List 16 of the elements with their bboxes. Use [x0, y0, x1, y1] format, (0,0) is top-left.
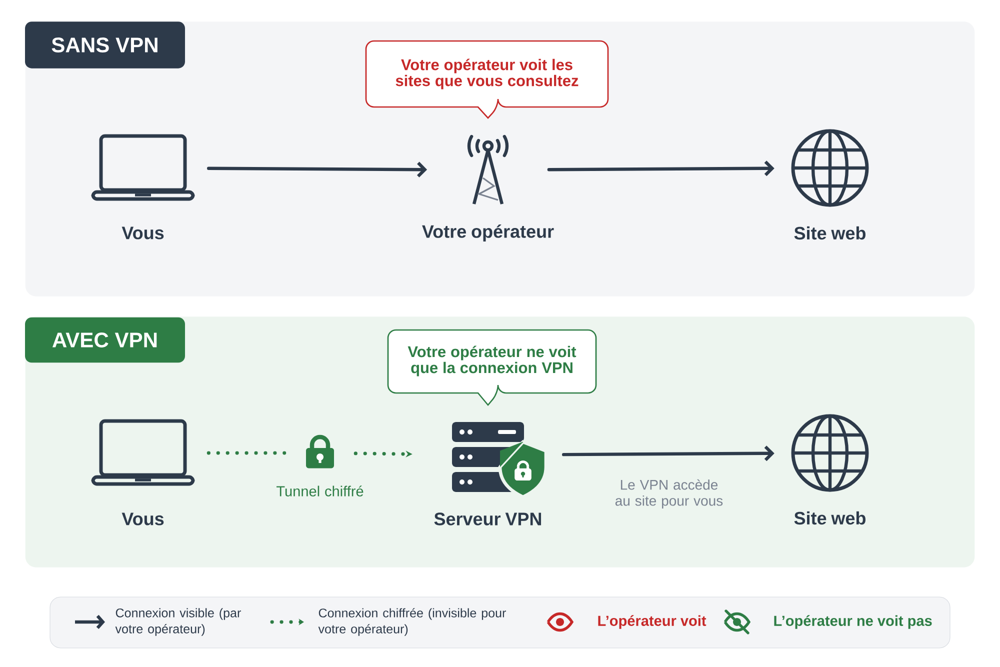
legend-text: Connexion visible (par votre opérateur): [115, 608, 241, 636]
icon-label: Vous: [122, 226, 164, 240]
icon-label: Vous: [122, 512, 164, 526]
legend-text: L’opérateur ne voit pas: [774, 615, 932, 629]
icon-label: Votre opérateur: [422, 224, 554, 242]
edge-label: Le VPN accède au site pour vous: [615, 479, 723, 509]
legend-text: Connexion chiffrée (invisible pour votre opérateur): [318, 608, 506, 636]
callout-bubble: Votre opérateur ne voit que la connexion VPN: [387, 329, 597, 406]
icon-label: Tunnel chiffré: [276, 486, 364, 496]
section-heading: AVEC VPN: [25, 317, 185, 363]
legend-text: L’opérateur voit: [598, 615, 706, 629]
icon-label: Serveur VPN: [434, 512, 542, 526]
section-heading: SANS VPN: [25, 22, 185, 68]
icon-label: Site web: [794, 226, 866, 240]
callout-bubble: Votre opérateur voit les sites que vous consultez: [365, 40, 609, 119]
icon-label: Site web: [794, 511, 866, 525]
